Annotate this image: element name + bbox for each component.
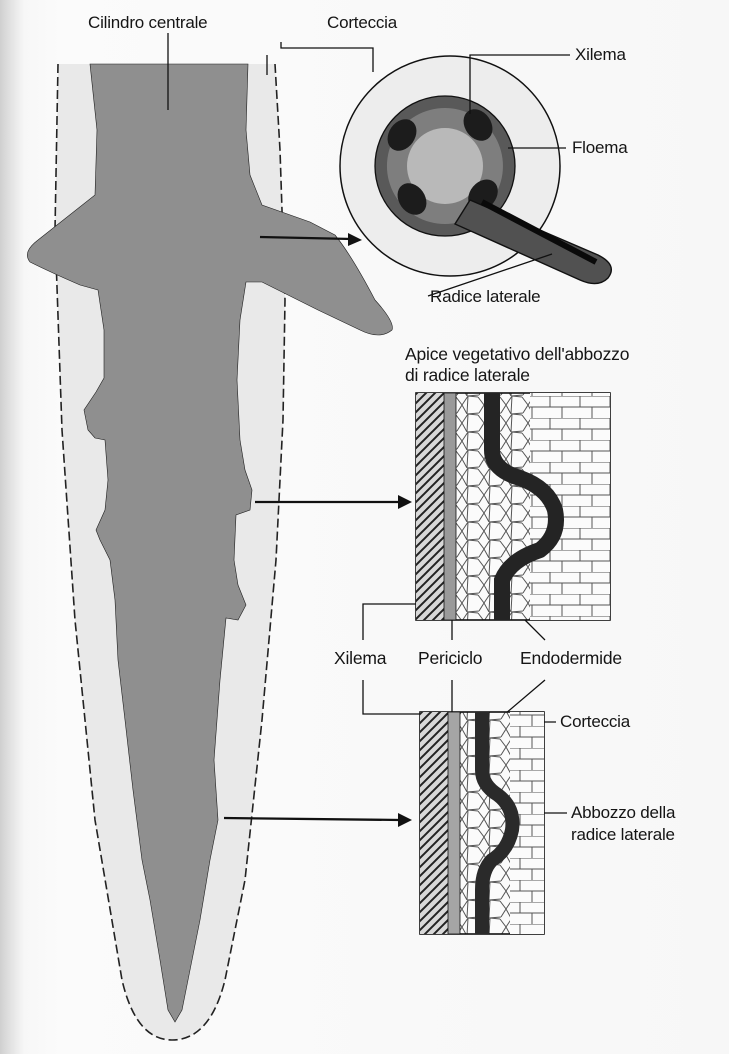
label-endodermide: Endodermide [520, 648, 622, 669]
primordium-pericycle-band [448, 712, 460, 934]
apex-cortex-cells [530, 393, 610, 620]
label-apice-line1: Apice vegetativo dell'abbozzo [405, 344, 629, 365]
primordium-xylem-vessels [420, 712, 448, 934]
arrowhead-primordium-detail [398, 813, 412, 827]
primordium-detail [420, 712, 544, 934]
label-abbozzo-line1: Abbozzo della [571, 803, 675, 823]
label-abbozzo-line2: radice laterale [571, 825, 675, 845]
label-cilindro-centrale: Cilindro centrale [88, 13, 207, 33]
label-floema: Floema [572, 138, 628, 158]
label-corteccia-mid: Corteccia [560, 712, 630, 732]
label-xilema-top: Xilema [575, 45, 626, 65]
label-apice-line2: di radice laterale [405, 365, 530, 386]
cross-section [340, 55, 611, 296]
label-periciclo: Periciclo [418, 648, 482, 669]
arrowhead-apex-detail [398, 495, 412, 509]
apex-pericycle-band [444, 393, 456, 620]
label-radice-laterale: Radice laterale [430, 287, 540, 307]
leader-corteccia [281, 42, 373, 72]
apex-detail [416, 393, 610, 620]
label-xilema-mid: Xilema [334, 648, 386, 669]
arrowhead-cross-section [348, 233, 362, 246]
label-corteccia-top: Corteccia [327, 13, 397, 33]
apex-xylem-vessels [416, 393, 444, 620]
